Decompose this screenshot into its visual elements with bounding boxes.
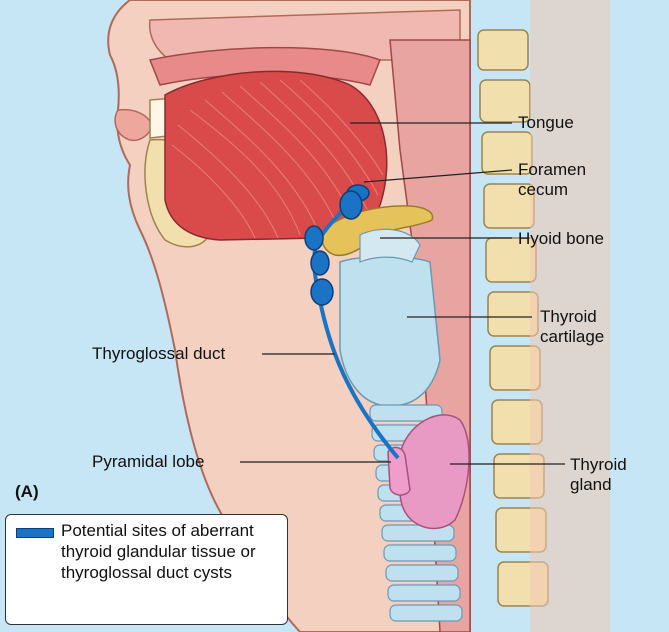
legend-duct-swatch <box>16 528 54 538</box>
label-thyroglossal-duct: Thyroglossal duct <box>92 344 225 364</box>
legend-box: Potential sites of aberrant thyroid glan… <box>5 514 288 625</box>
label-thyroid-gland: Thyroid gland <box>570 455 627 495</box>
cyst-site-3 <box>305 226 323 250</box>
cyst-site-2 <box>340 191 362 219</box>
panel-letter: (A) <box>15 482 39 502</box>
legend-text: Potential sites of aberrant thyroid glan… <box>61 520 283 583</box>
cyst-site-4 <box>311 251 329 275</box>
label-hyoid-bone: Hyoid bone <box>518 229 604 249</box>
label-pyramidal-lobe: Pyramidal lobe <box>92 452 204 472</box>
thyroid-cartilage <box>340 257 440 406</box>
label-tongue: Tongue <box>518 113 574 133</box>
label-foramen-cecum: Foramen cecum <box>518 160 586 200</box>
cyst-site-5 <box>311 279 333 305</box>
label-thyroid-cartilage: Thyroid cartilage <box>540 307 604 347</box>
